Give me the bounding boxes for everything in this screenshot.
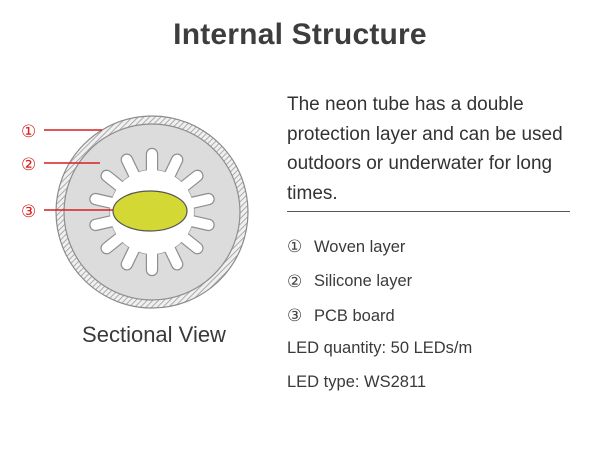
cavity-tooth: [178, 231, 203, 254]
sectional-view-caption: Sectional View: [82, 322, 226, 347]
callout-marker-2: ②: [21, 155, 36, 175]
legend-item-silicone: ② Silicone layer: [287, 265, 587, 300]
sectional-view-diagram: ① ② ③: [21, 115, 249, 309]
spec-led-type: LED type: WS2811: [287, 373, 427, 391]
spec-led-quantity: LED quantity: 50 LEDs/m: [287, 339, 473, 357]
legend-item-woven: ① Woven layer: [287, 230, 587, 265]
legend: ① Woven layer ② Silicone layer ③ PCB boa…: [287, 230, 587, 334]
legend-item-pcb: ③ PCB board: [287, 299, 587, 334]
legend-num: ③: [287, 306, 303, 327]
legend-label: Silicone layer: [314, 272, 413, 291]
cavity-tooth: [90, 194, 119, 209]
cavity-tooth: [121, 154, 140, 181]
page-title: Internal Structure: [173, 18, 427, 51]
cavity-tooth: [185, 215, 214, 230]
legend-num: ①: [287, 237, 303, 258]
legend-num: ②: [287, 271, 303, 292]
legend-label: Woven layer: [314, 237, 406, 256]
divider: [287, 211, 570, 212]
callout-marker-3: ③: [21, 202, 36, 222]
cavity-tooth: [164, 243, 183, 270]
pcb-board: [112, 190, 188, 232]
legend-label: PCB board: [314, 306, 395, 325]
cavity-tooth: [101, 170, 126, 193]
description-text: The neon tube has a double protection la…: [287, 94, 563, 204]
cavity-tooth: [121, 243, 140, 270]
callout-marker-1: ①: [21, 122, 36, 142]
cavity-tooth: [101, 231, 126, 254]
cavity-tooth: [178, 170, 203, 193]
cavity-tooth: [185, 194, 214, 209]
cavity-tooth: [90, 215, 119, 230]
cavity-tooth: [164, 154, 183, 181]
